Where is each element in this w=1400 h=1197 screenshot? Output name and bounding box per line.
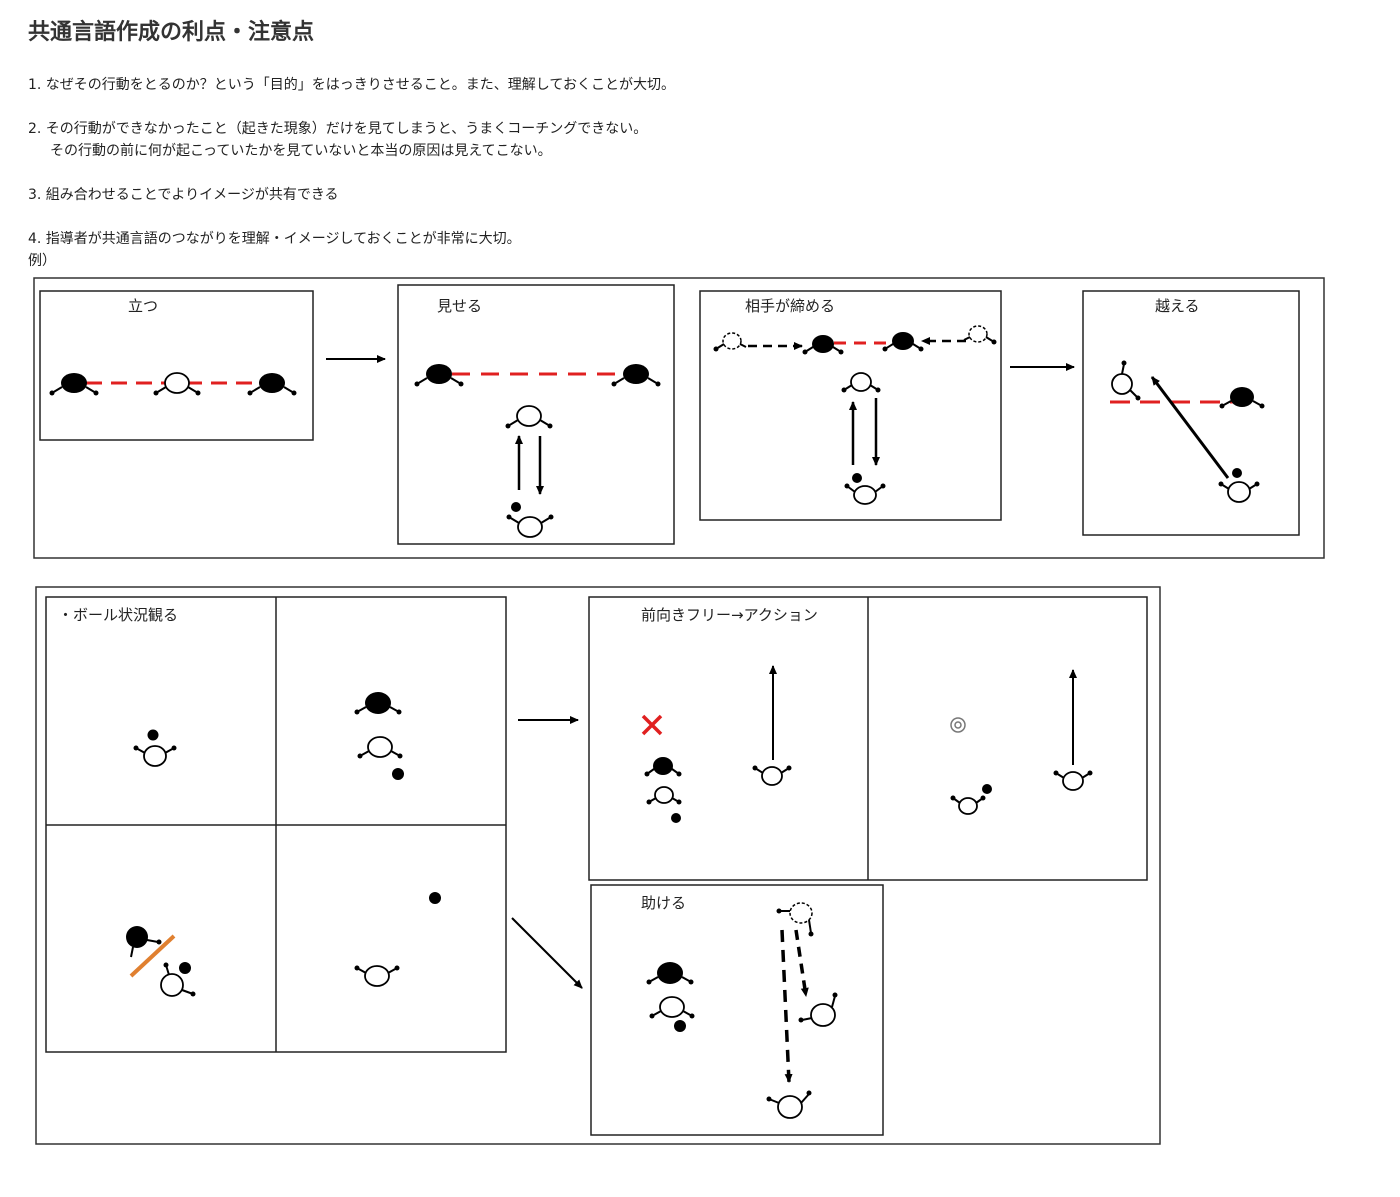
defender-black (646, 962, 694, 985)
help-label: 助ける (641, 894, 686, 912)
orange-line (129, 934, 176, 978)
defender-black (882, 332, 924, 352)
defender-black (354, 692, 402, 715)
defender-black (126, 926, 162, 958)
forward-free-label: 前向きフリー→アクション (641, 606, 818, 624)
ball (671, 813, 681, 823)
panel-show: 見せる (397, 284, 675, 545)
player-white (506, 514, 554, 538)
page-title: 共通言語作成の利点・注意点 (28, 20, 315, 45)
player-white (354, 965, 400, 987)
point-1: 1. なぜその行動をとるのか？という「目的」をはっきりさせること。また、理解して… (28, 77, 675, 93)
player-white (798, 992, 838, 1027)
player-white (649, 996, 695, 1019)
ball-watch-label: ・ボール状況観る (58, 606, 178, 624)
ball (392, 768, 404, 780)
ball-watch-grid: ・ボール状況観る (45, 596, 507, 1053)
player-white (841, 372, 881, 393)
player-white (133, 745, 177, 767)
defender-black (49, 373, 99, 396)
panel-beyond: 越える (1082, 290, 1300, 536)
point-2-line-1: 2. その行動ができなかったこと（起きた現象）だけを見てしまうと、うまくコーチン… (28, 121, 648, 137)
panel-stand-label: 立つ (128, 297, 158, 315)
point-3: 3. 組み合わせることでよりイメージが共有できる (28, 187, 339, 203)
ball (179, 962, 191, 974)
point-2-line-2: その行動の前に何が起こっていたかを見ていないと本当の原因は見えてこない。 (50, 143, 552, 159)
player-white (766, 1090, 812, 1119)
player-white (646, 786, 682, 805)
top-group-frame (33, 277, 1325, 559)
target-icon (950, 717, 966, 733)
ball (674, 1020, 686, 1032)
flow-arrow-diagonal (511, 917, 583, 989)
support-arrow (794, 929, 809, 997)
player-white (1218, 481, 1260, 503)
defender-black (611, 364, 661, 387)
player-white (950, 795, 986, 815)
panel-stand: 立つ (39, 290, 314, 441)
point-4: 4. 指導者が共通言語のつながりを理解・イメージしておくことが非常に大切。 (28, 231, 521, 247)
panel-help: 助ける (590, 884, 884, 1136)
player-white (505, 405, 553, 429)
support-arrow-long (780, 929, 793, 1083)
x-mark (641, 714, 663, 736)
defender-dashed (713, 332, 747, 352)
ball (511, 502, 521, 512)
defender-black (414, 364, 464, 387)
run-arrow (1150, 376, 1230, 479)
panel-show-label: 見せる (437, 297, 482, 315)
ball (982, 784, 992, 794)
player-white (1053, 770, 1093, 791)
bottom-group-frame (35, 586, 1161, 1145)
player-dashed (776, 902, 814, 937)
defender-black (247, 373, 297, 396)
ball (429, 892, 441, 904)
defender-dashed (963, 325, 997, 345)
panel-squeeze-label: 相手が締める (745, 297, 835, 315)
player-white (153, 372, 201, 396)
player-white (357, 736, 403, 759)
ball (1232, 468, 1242, 478)
ball (852, 473, 862, 483)
panel-beyond-label: 越える (1155, 297, 1200, 315)
defender-black (644, 757, 682, 777)
defender-black (802, 335, 844, 355)
player-white (752, 765, 792, 786)
example-label: 例） (28, 253, 56, 269)
panel-forward-free: 前向きフリー→アクション (588, 596, 1148, 881)
player-white (1111, 360, 1141, 401)
panel-squeeze: 相手が締める (699, 290, 1002, 521)
defender-black (1219, 387, 1265, 409)
ball (147, 729, 159, 741)
player-white (844, 483, 886, 505)
player-white (160, 962, 196, 997)
